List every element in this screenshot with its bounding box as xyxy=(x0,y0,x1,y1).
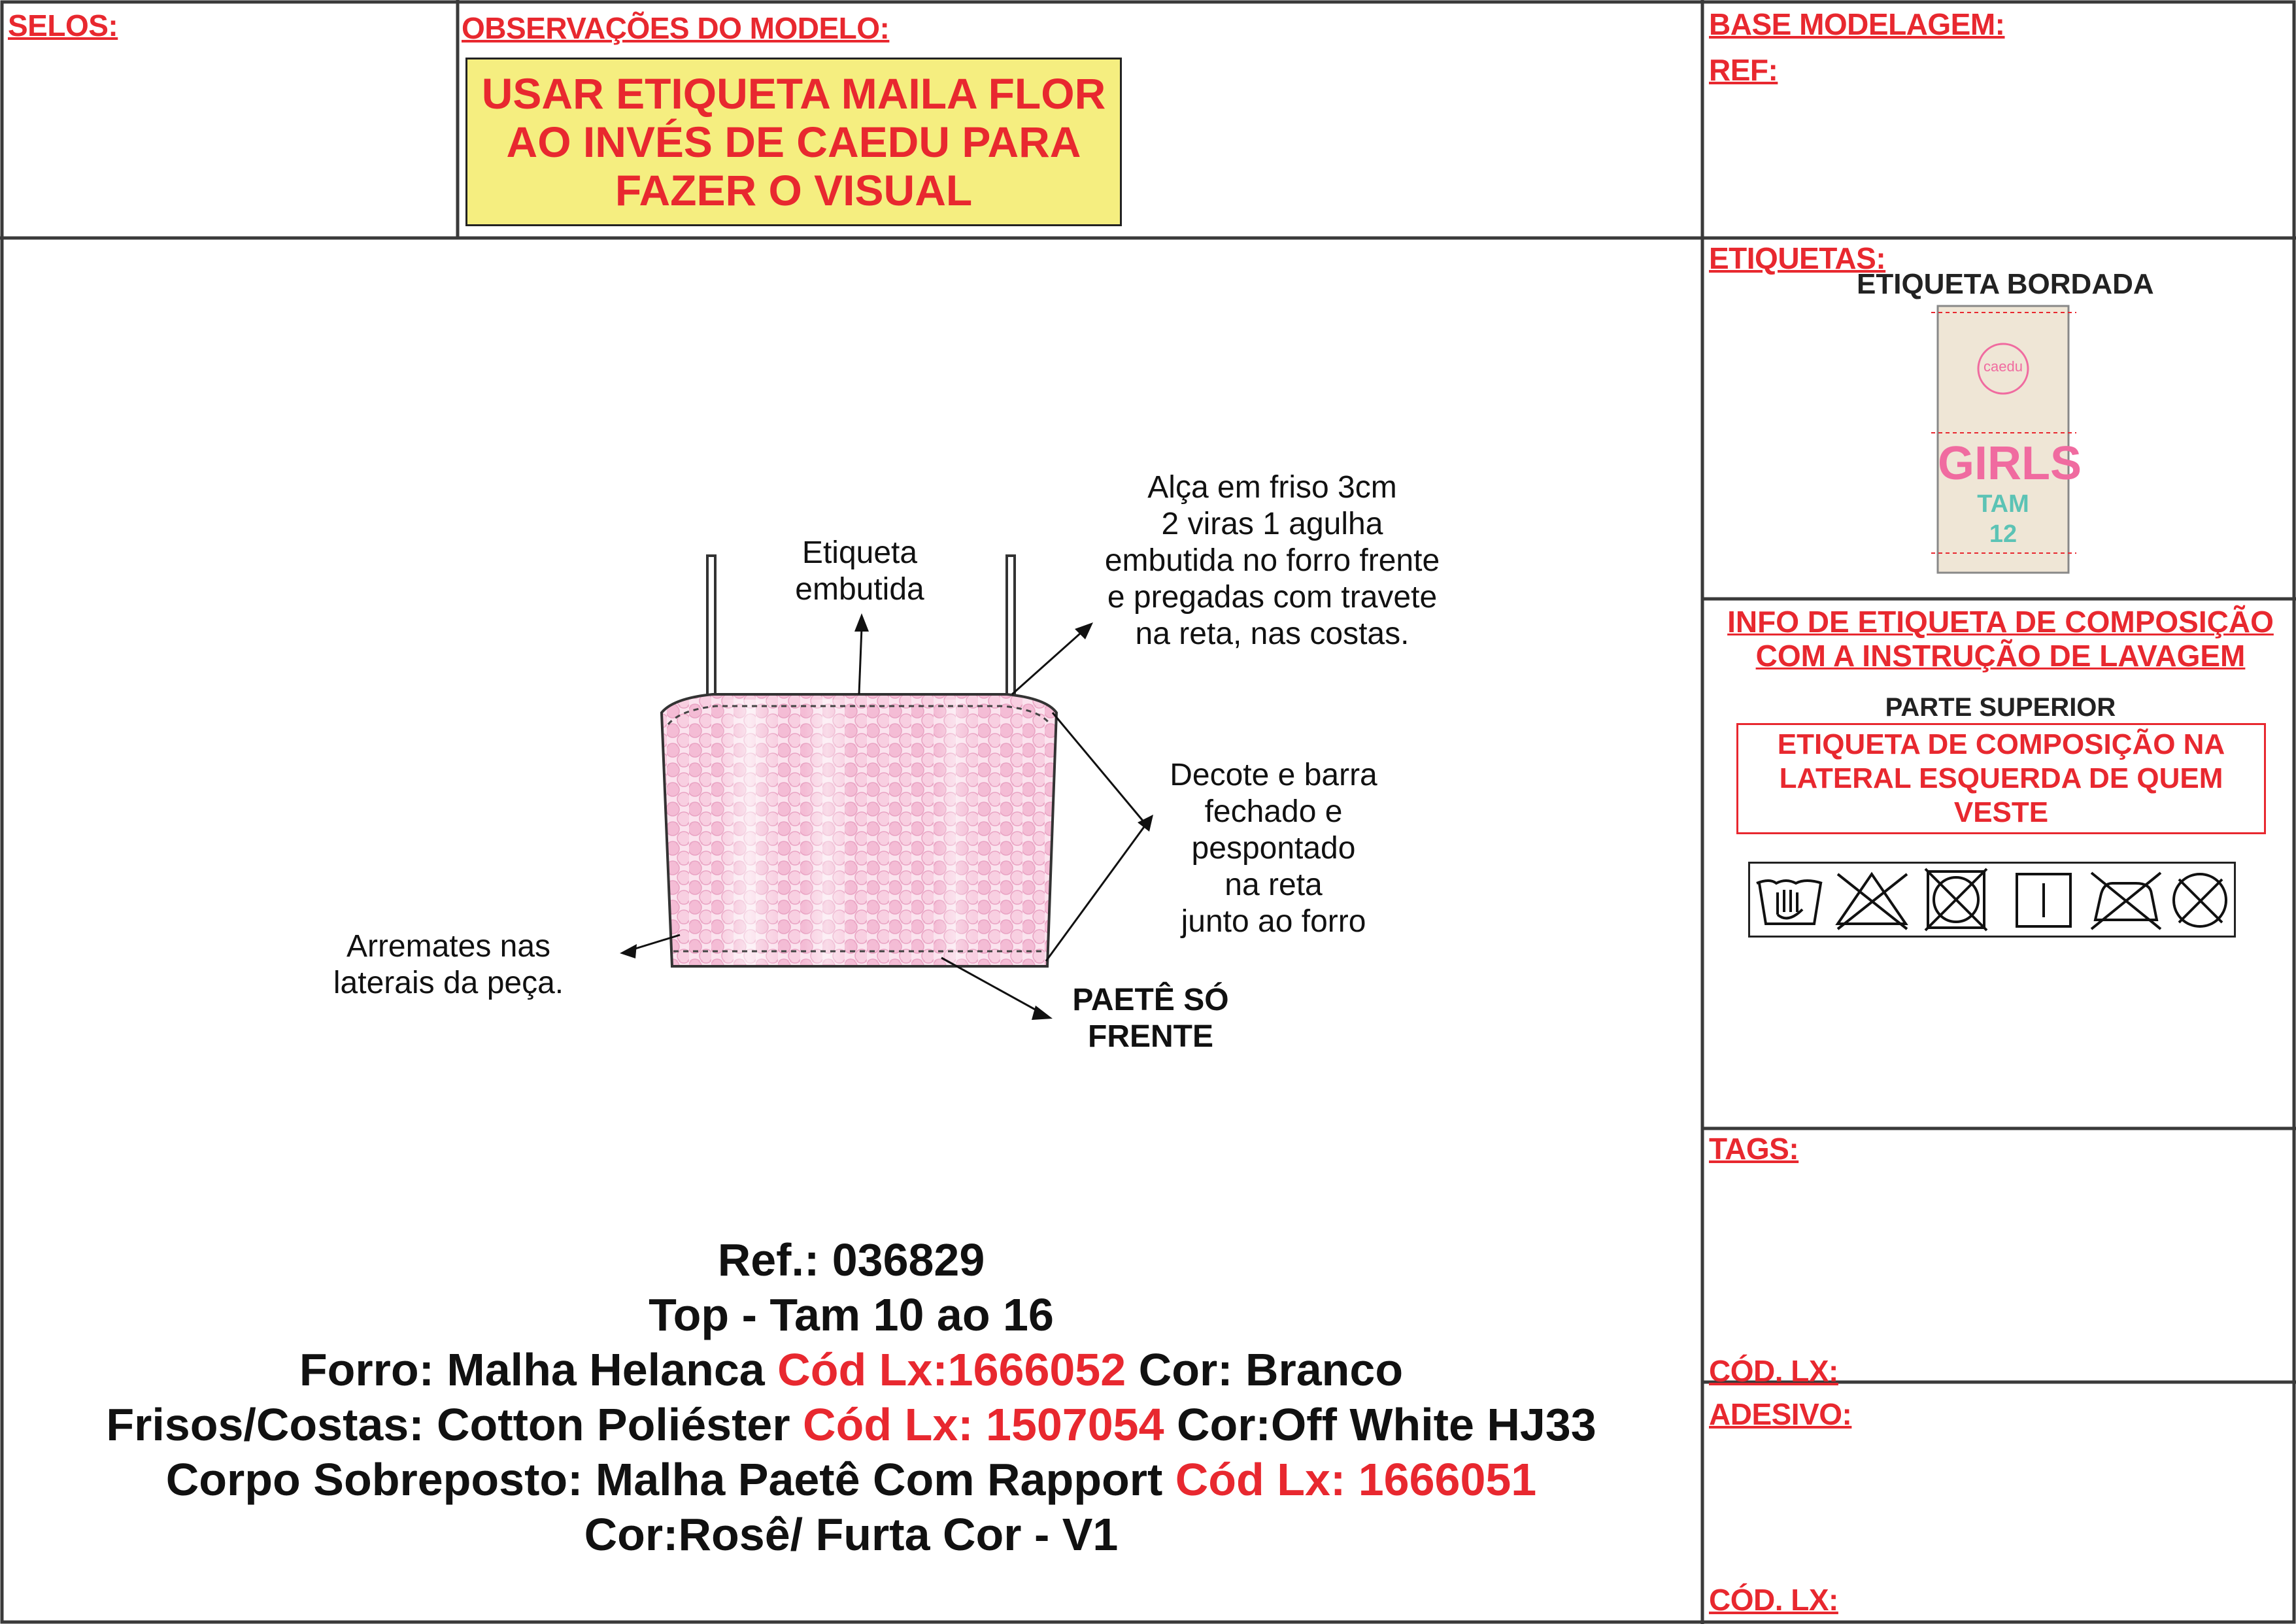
selos-header: SELOS: xyxy=(8,8,118,42)
adesivo-header: ADESIVO: xyxy=(1709,1397,1852,1431)
spec-ref: Ref.: 036829 xyxy=(717,1234,985,1285)
embroidered-label xyxy=(1931,305,2076,574)
instruction-line: LATERAL ESQUERDA DE QUEM xyxy=(1779,762,2223,794)
hand-wash-icon xyxy=(1756,879,1823,925)
tags-cod-lx: CÓD. LX: xyxy=(1709,1354,1838,1388)
spec-text: Corpo Sobreposto: Malha Paetê Com Rappor… xyxy=(165,1454,1175,1505)
label-brand: caedu xyxy=(1984,358,2023,375)
tags-header: TAGS: xyxy=(1709,1132,1799,1166)
annotation-line: fechado e xyxy=(1204,794,1343,829)
annotation-sequin: PAETÊ SÓ FRENTE xyxy=(1033,982,1268,1055)
observation-note: USAR ETIQUETA MAILA FLOR AO INVÉS DE CAE… xyxy=(465,58,1122,226)
etiquetas-header: ETIQUETAS: xyxy=(1709,241,1886,275)
spec-color: Cor:Rosê/ Furta Cor - V1 xyxy=(584,1509,1119,1560)
do-not-iron-icon xyxy=(2090,871,2162,930)
spec-frisos: Frisos/Costas: Cotton Poliéster Cód Lx: … xyxy=(0,1397,1702,1452)
product-spec: Ref.: 036829 Top - Tam 10 ao 16 Forro: M… xyxy=(0,1232,1702,1562)
annotation-line: embutida xyxy=(795,572,924,607)
do-not-tumble-dry-icon xyxy=(1924,868,1988,932)
do-not-dry-clean-icon xyxy=(2172,873,2227,928)
annotation-line: laterais da peça. xyxy=(333,966,564,1000)
annotation-line: e pregadas com travete xyxy=(1107,580,1438,615)
annotation-line: junto ao forro xyxy=(1181,904,1366,939)
annotation-line: Decote e barra xyxy=(1170,758,1377,792)
line-dry-icon xyxy=(2016,873,2072,928)
care-symbols xyxy=(1748,862,2236,938)
adesivo-cod-lx: CÓD. LX: xyxy=(1709,1583,1838,1617)
label-size: 12 xyxy=(1989,520,2017,548)
label-line: GIRLS xyxy=(1938,437,2082,490)
instruction-line: ETIQUETA DE COMPOSIÇÃO NA xyxy=(1777,728,2225,760)
composition-part: PARTE SUPERIOR xyxy=(1885,693,2116,722)
spec-product: Top - Tam 10 ao 16 xyxy=(649,1289,1054,1340)
composition-instruction: ETIQUETA DE COMPOSIÇÃO NA LATERAL ESQUER… xyxy=(1736,723,2266,834)
annotation-sides: Arremates nas laterais da peça. xyxy=(318,928,579,1002)
annotation-line: Alça em friso 3cm xyxy=(1147,470,1397,505)
instruction-line: VESTE xyxy=(1953,796,2049,828)
base-modelagem-header: BASE MODELAGEM: xyxy=(1709,7,2005,41)
ref-header: REF: xyxy=(1709,53,1778,87)
spec-text: Cor: Branco xyxy=(1126,1344,1404,1395)
do-not-bleach-icon xyxy=(1835,871,1908,930)
spec-text: Forro: Malha Helanca xyxy=(299,1344,778,1395)
spec-text: Cor:Off White HJ33 xyxy=(1164,1399,1596,1450)
spec-code: Cód Lx: 1666051 xyxy=(1175,1454,1537,1505)
annotation-line: FRENTE xyxy=(1088,1019,1213,1054)
composition-title: INFO DE ETIQUETA DE COMPOSIÇÃO COM A INS… xyxy=(1708,605,2293,673)
annotation-line: na reta, nas costas. xyxy=(1135,617,1410,651)
annotation-strap: Alça em friso 3cm 2 viras 1 agulha embut… xyxy=(1076,469,1468,652)
annotation-line: embutida no forro frente xyxy=(1104,543,1440,578)
observation-line: USAR ETIQUETA MAILA FLOR xyxy=(481,69,1106,118)
composition-title-line: INFO DE ETIQUETA DE COMPOSIÇÃO xyxy=(1727,605,2274,639)
annotation-line: Etiqueta xyxy=(802,535,918,570)
annotation-line: pespontado xyxy=(1191,831,1356,866)
spec-code: Cód Lx:1666052 xyxy=(777,1344,1126,1395)
composition-title-line: COM A INSTRUÇÃO DE LAVAGEM xyxy=(1755,639,2246,673)
label-size-label: TAM xyxy=(1977,490,2029,518)
spec-text: Frisos/Costas: Cotton Poliéster xyxy=(106,1399,803,1450)
strap-left xyxy=(706,554,717,698)
annotation-label-embedded: Etiqueta embutida xyxy=(771,535,948,608)
annotation-line: PAETÊ SÓ xyxy=(1072,983,1229,1017)
observacoes-header: OBSERVAÇÕES DO MODELO: xyxy=(462,11,890,45)
annotation-line: 2 viras 1 agulha xyxy=(1161,507,1383,541)
spec-corpo: Corpo Sobreposto: Malha Paetê Com Rappor… xyxy=(0,1452,1702,1507)
strap-right xyxy=(1005,554,1016,698)
observation-line: AO INVÉS DE CAEDU PARA xyxy=(506,118,1081,166)
spec-code: Cód Lx: 1507054 xyxy=(803,1399,1164,1450)
annotation-line: Arremates nas xyxy=(346,929,551,964)
observation-line: FAZER O VISUAL xyxy=(615,166,973,214)
spec-forro: Forro: Malha Helanca Cód Lx:1666052 Cor:… xyxy=(0,1342,1702,1397)
label-title: ETIQUETA BORDADA xyxy=(1857,268,2154,300)
annotation-neckline: Decote e barra fechado e pespontado na r… xyxy=(1143,757,1404,940)
annotation-line: na reta xyxy=(1224,868,1323,902)
